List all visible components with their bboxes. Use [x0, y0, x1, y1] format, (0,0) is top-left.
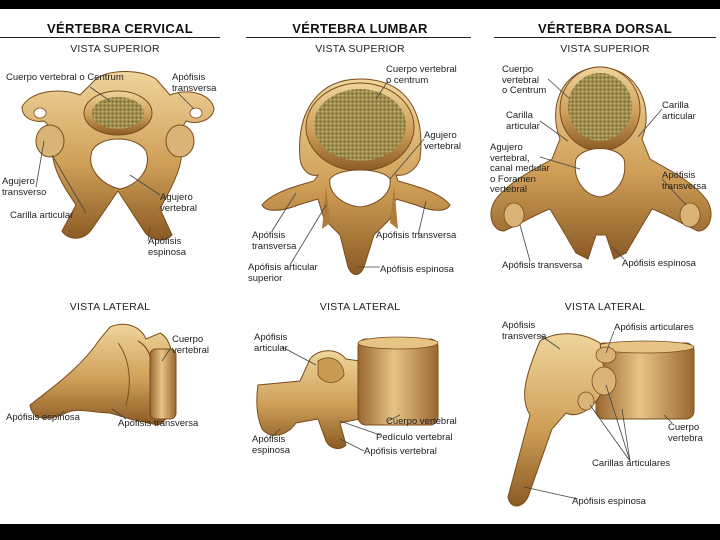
label-lumbar-articular: Apófisis articular superior — [248, 262, 318, 284]
label-lumbar-lat-pediculo: Pedículo vertebral — [376, 432, 453, 443]
label-dorsal-lat-articulares: Apófisis articulares — [614, 322, 694, 333]
label-dorsal-carilla-right: Carilla articular — [662, 100, 696, 122]
label-cervical-lat-cuerpo: Cuerpo vertebral — [172, 334, 209, 356]
label-lumbar-cuerpo: Cuerpo vertebral o centrum — [386, 64, 457, 86]
cervical-superior-title: VISTA SUPERIOR — [70, 43, 160, 55]
label-cervical-apofisis-espinosa: Apófisis espinosa — [148, 236, 187, 258]
label-dorsal-transversa-right: Apófisis transversa — [662, 170, 707, 192]
rule-lumbar — [246, 37, 471, 38]
lumbar-lateral-title: VISTA LATERAL — [319, 301, 401, 313]
label-dorsal-lat-cuerpo: Cuerpo vertebra — [668, 422, 703, 444]
label-dorsal-carilla-left: Carilla articular — [506, 110, 540, 132]
label-dorsal-lat-transversa: Apófisis transversa — [502, 320, 547, 342]
label-lumbar-lat-articular: Apófisis articular — [254, 332, 288, 354]
label-lumbar-transversa-left: Apófisis transversa — [252, 230, 297, 252]
cervical-superior-vertebra — [21, 71, 215, 241]
title-lumbar: VÉRTEBRA LUMBAR — [292, 21, 428, 36]
leader-lines — [35, 78, 687, 500]
cervical-lateral-title: VISTA LATERAL — [69, 301, 151, 313]
vertebra-illustrations — [21, 66, 712, 507]
dorsal-superior-title: VISTA SUPERIOR — [560, 43, 650, 55]
rule-dorsal — [494, 37, 716, 38]
label-dorsal-lat-carillas: Carillas articulares — [592, 458, 671, 469]
label-lumbar-agujero: Agujero vertebral — [424, 130, 461, 152]
dorsal-lateral-vertebra — [507, 333, 695, 507]
label-dorsal-transversa-bottom: Apófisis transversa — [502, 260, 583, 271]
rule-cervical — [0, 37, 220, 38]
anatomy-sheet: VÉRTEBRA CERVICAL VÉRTEBRA LUMBAR VÉRTEB… — [0, 9, 720, 524]
label-cervical-carilla: Carilla articular — [10, 210, 74, 221]
lumbar-superior-vertebra — [261, 78, 451, 275]
cervical-lateral-vertebra — [29, 323, 177, 426]
lumbar-lateral-vertebra — [256, 336, 439, 449]
dorsal-lateral-title: VISTA LATERAL — [564, 301, 646, 313]
label-cervical-lat-transversa: Apófisis transversa — [118, 418, 199, 429]
dorsal-superior-vertebra — [490, 66, 712, 260]
label-lumbar-lat-vertebral: Apófisis vertebral — [364, 446, 437, 457]
lumbar-superior-title: VISTA SUPERIOR — [315, 43, 405, 55]
label-lumbar-transversa-right: Apófisis transversa — [376, 230, 457, 241]
label-dorsal-cuerpo: Cuerpo vertebral o Centrum — [502, 64, 547, 96]
label-cervical-apofisis-transversa: Apófisis transversa — [172, 72, 217, 94]
title-dorsal: VÉRTEBRA DORSAL — [537, 21, 673, 36]
label-cervical-lat-espinosa: Apófisis espinosa — [6, 412, 80, 423]
label-lumbar-lat-cuerpo: Cuerpo vertebral — [386, 416, 457, 427]
label-dorsal-lat-espinosa: Apófisis espinosa — [572, 496, 646, 507]
label-dorsal-espinosa: Apófisis espinosa — [622, 258, 696, 269]
label-lumbar-lat-espinosa: Apófisis espinosa — [252, 434, 291, 456]
label-cervical-agujero-transverso: Agujero transverso — [2, 176, 47, 198]
title-cervical: VÉRTEBRA CERVICAL — [47, 21, 193, 36]
label-lumbar-espinosa: Apófisis espinosa — [380, 264, 454, 275]
label-cervical-cuerpo: Cuerpo vertebral o Centrum — [6, 72, 124, 83]
label-dorsal-agujero: Agujero vertebral, canal medular o Foram… — [490, 142, 550, 195]
label-cervical-agujero-vertebral: Agujero vertebral — [160, 192, 197, 214]
